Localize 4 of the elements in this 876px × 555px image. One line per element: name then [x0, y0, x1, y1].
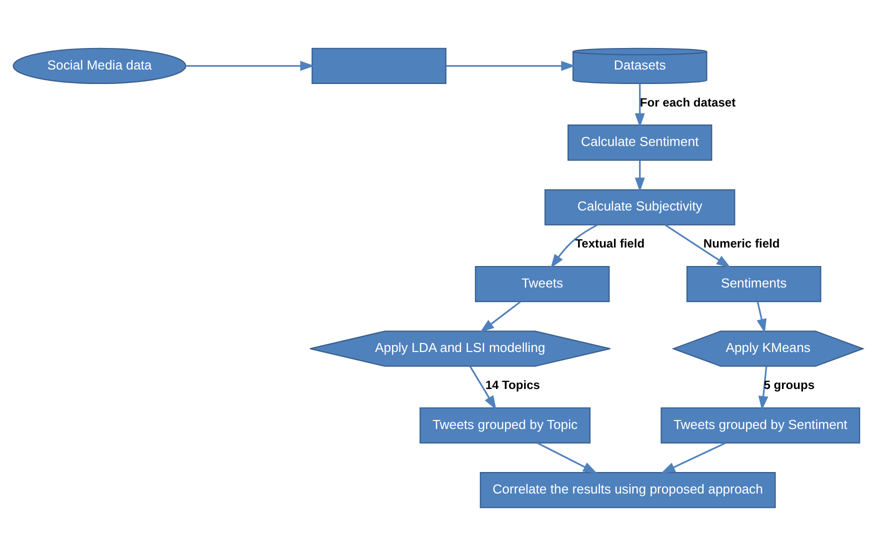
edge-label: Numeric field [703, 236, 780, 250]
edge-label: 14 Topics [485, 378, 540, 392]
edge-label: For each dataset [640, 94, 736, 109]
edge-label: Textual field [575, 236, 645, 250]
